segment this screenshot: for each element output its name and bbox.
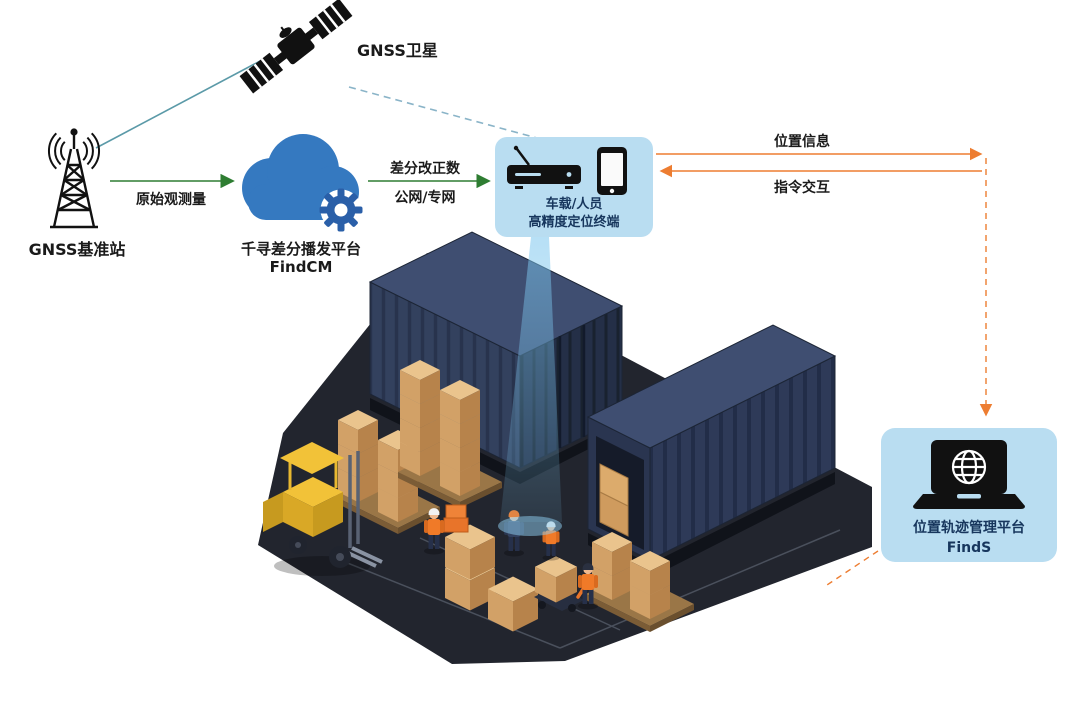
forklift: [263, 442, 383, 576]
terminal-panel: 车载/人员 高精度定位终端: [495, 137, 653, 237]
satellite-to-base-link: [95, 59, 263, 149]
orange-crates: [443, 504, 469, 533]
worker-figure: [424, 508, 444, 555]
pallet-stack-right: [398, 360, 502, 508]
base-station-label: GNSS基准站: [28, 240, 126, 259]
worker-figure: [578, 563, 598, 610]
pallet-stack-left: [334, 410, 440, 534]
smartphone-icon: [597, 147, 627, 195]
cloud-platform-product: FindCM: [269, 258, 333, 276]
terminal-label-line1: 车载/人员: [545, 197, 603, 212]
management-platform-panel: 位置轨迹管理平台 FindS: [881, 428, 1057, 562]
warehouse-scene: [258, 231, 872, 664]
correction-label-line1: 差分改正数: [390, 161, 460, 177]
cloud-platform-name: 千寻差分播发平台: [240, 240, 362, 258]
satellite-icon: [239, 0, 353, 94]
laptop-globe-icon: [913, 440, 1025, 509]
raw-observation-label: 原始观测量: [136, 192, 206, 208]
platform-label-product: FindS: [946, 540, 992, 556]
terminal-label-line2: 高精度定位终端: [528, 215, 620, 230]
gear-icon: [319, 188, 363, 232]
box-stack-center: [445, 524, 538, 632]
pallet-jack: [534, 556, 593, 612]
platform-label-name: 位置轨迹管理平台: [913, 520, 1025, 536]
shipping-container-right: [586, 324, 837, 561]
correction-label-line2: 公网/专网: [394, 190, 456, 206]
command-interaction-label: 指令交互: [774, 180, 830, 196]
satellite-to-terminal-link: [348, 86, 538, 139]
radio-tower-icon: [47, 128, 101, 229]
pallet-boxes-right: [586, 532, 694, 632]
receiver-icon: [507, 145, 581, 189]
position-info-label: 位置信息: [774, 134, 830, 150]
positioning-beam: [498, 237, 562, 536]
satellite-label: GNSS卫星: [357, 41, 438, 60]
